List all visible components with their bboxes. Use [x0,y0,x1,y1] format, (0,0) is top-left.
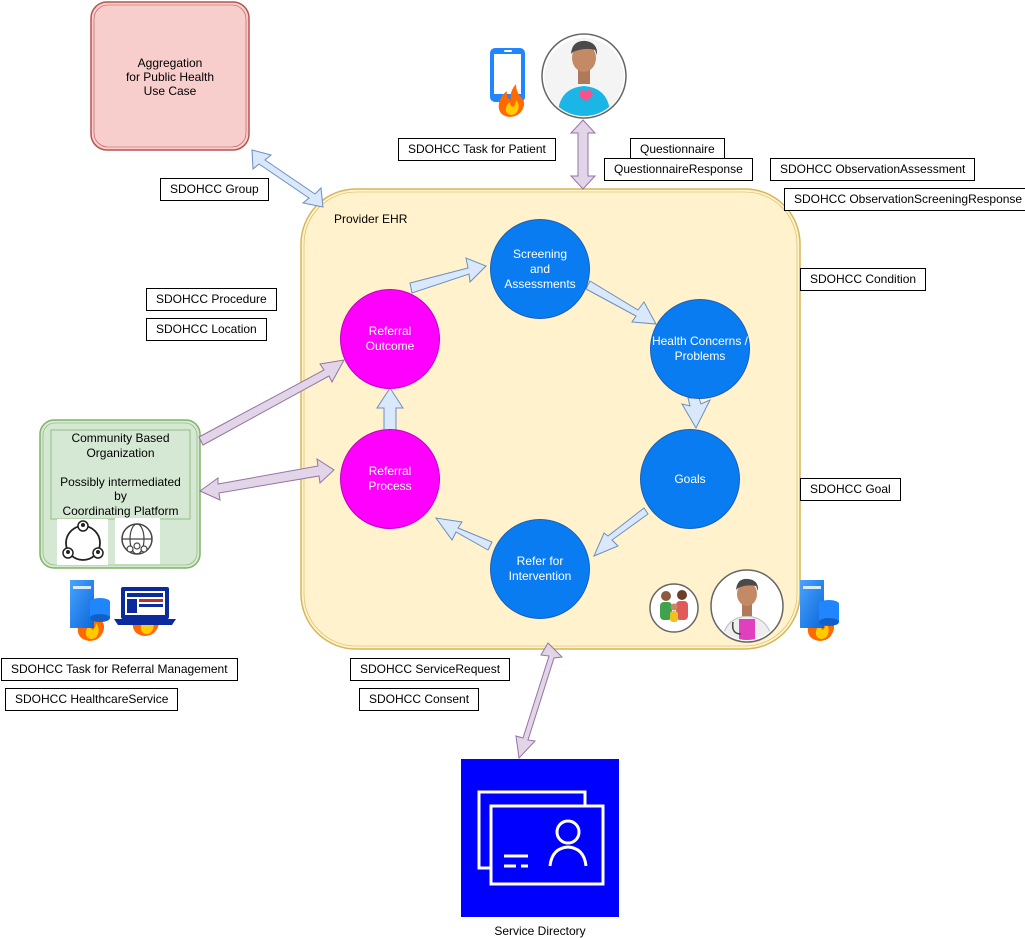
screening-node[interactable]: Screening and Assessments [490,219,590,319]
directory-card-icon [461,759,619,917]
arrow-public-health [251,149,324,208]
patient-avatar-icon [541,33,627,119]
arrow-outcome-to-screening [409,257,487,294]
refer-intervention-node[interactable]: Refer for Intervention [490,519,590,619]
arrow-patient-ehr [569,119,597,190]
server-database-icon [70,580,110,628]
screening-label: Screening and Assessments [504,246,576,291]
refer-intervention-label: Refer for Intervention [508,554,572,583]
label-task-patient: SDOHCC Task for Patient [398,138,556,161]
family-icon [649,583,699,633]
server-database-icon [800,580,839,628]
arrow-concerns-to-goals [680,397,712,430]
label-task-referral: SDOHCC Task for Referral Management [1,658,238,681]
goals-node[interactable]: Goals [640,429,740,529]
arrow-goals-to-refer [593,507,649,557]
referral-process-label: Referral Process [368,464,412,493]
arrow-screening-to-concerns [585,280,657,325]
label-healthcare-service: SDOHCC HealthcareService [5,688,179,711]
public-health-text: Aggregation for Public Health Use Case [125,56,215,98]
arrow-refer-to-process [434,517,493,551]
label-consent: SDOHCC Consent [359,688,480,711]
referral-outcome-label: Referral Outcome [365,324,415,353]
label-procedure: SDOHCC Procedure [146,288,277,311]
community-text: Community Based Organization Possibly in… [60,431,181,518]
mobile-phone-icon [490,48,525,102]
arrow-community-process [199,457,335,501]
label-observation-screening: SDOHCC ObservationScreeningResponse [784,188,1025,211]
health-concerns-node[interactable]: Health Concerns / Problems [650,299,750,399]
provider-ehr-title: Provider EHR [334,212,408,226]
arrow-ehr-directory [515,642,564,760]
label-location: SDOHCC Location [146,318,267,341]
label-service-request: SDOHCC ServiceRequest [350,658,511,681]
label-group: SDOHCC Group [160,178,269,201]
label-condition: SDOHCC Condition [800,268,927,291]
arrow-process-to-outcome [376,387,404,431]
laptop-app-icon [114,587,176,625]
label-questionnaire-response: QuestionnaireResponse [604,158,753,181]
purple-arrows [198,119,597,760]
referral-process-node[interactable]: Referral Process [340,429,440,529]
cycle-arrows [251,149,712,557]
service-directory-label: Service Directory [494,924,586,938]
public-health-box [90,1,250,151]
fhir-flame-icon [498,84,525,117]
doctor-avatar-icon [710,569,784,643]
goals-label: Goals [674,471,706,486]
health-concerns-label: Health Concerns / Problems [651,334,749,363]
globe-people-icon [115,518,160,564]
referral-outcome-node[interactable]: Referral Outcome [340,289,440,389]
network-people-icon [57,519,108,565]
label-goal: SDOHCC Goal [800,478,901,501]
arrow-community-to-outcome [198,359,345,446]
label-observation-assessment: SDOHCC ObservationAssessment [770,158,976,181]
